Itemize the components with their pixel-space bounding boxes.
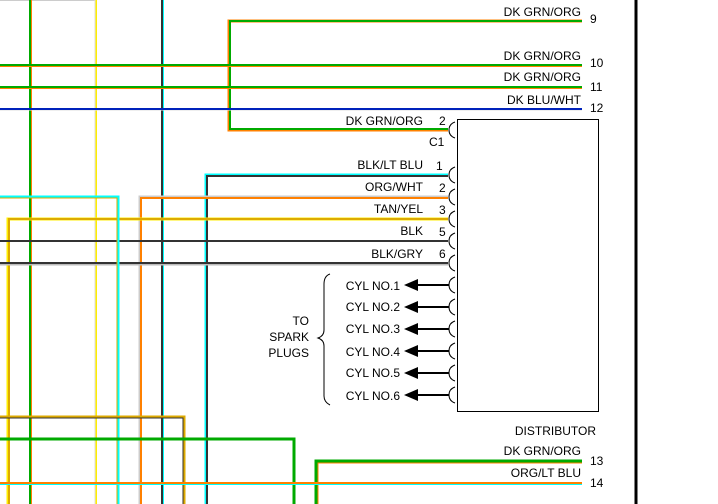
arrow-left-icon bbox=[404, 389, 418, 401]
pin-3-number: 3 bbox=[439, 203, 446, 217]
arrow-left-icon bbox=[404, 367, 418, 379]
connector-cavity-icon bbox=[448, 188, 456, 206]
arrow-left-icon bbox=[404, 345, 418, 357]
cyl-4-label: CYL NO.4 bbox=[346, 345, 401, 359]
wire-9-grn bbox=[229, 20, 582, 130]
wire-ltblu-loop bbox=[0, 195, 120, 504]
wire-13-color: DK GRN/ORG bbox=[504, 444, 581, 458]
cyl-1-label: CYL NO.1 bbox=[346, 279, 401, 293]
vertical-wires bbox=[0, 0, 164, 504]
connector-cavity-icon bbox=[448, 210, 456, 228]
wire-14-color: ORG/LT BLU bbox=[511, 466, 581, 480]
wire-13-grn bbox=[314, 459, 582, 504]
arrow-left-icon bbox=[404, 323, 418, 335]
arrow-left-icon bbox=[404, 279, 418, 291]
pin-1-color: BLK/LT BLU bbox=[357, 158, 423, 172]
wire-12-color: DK BLU/WHT bbox=[507, 93, 582, 107]
c1-pin-number: 2 bbox=[439, 114, 446, 128]
wire-pin1-blk bbox=[206, 175, 448, 504]
pin-6-color: BLK/GRY bbox=[371, 247, 423, 261]
wire-11-circuit: 11 bbox=[590, 80, 603, 94]
wire-tan-loop-stripe bbox=[0, 197, 118, 504]
cyl-2-label: CYL NO.2 bbox=[346, 300, 401, 314]
spark-label-line3: PLUGS bbox=[268, 346, 309, 360]
wires-bottom bbox=[0, 415, 582, 504]
pin-5-number: 5 bbox=[439, 225, 446, 239]
wire-tan-bottom bbox=[0, 415, 186, 504]
distributor-label: DISTRIBUTOR bbox=[515, 424, 596, 438]
spark-label-line2: SPARK bbox=[269, 330, 309, 344]
brace-icon bbox=[316, 273, 331, 406]
connector-cavity-icon bbox=[448, 342, 456, 360]
connector-cavity-icon bbox=[448, 364, 456, 382]
connector-cavity-icon bbox=[448, 166, 456, 184]
wire-13-circuit: 13 bbox=[590, 454, 604, 468]
cyl-6-label: CYL NO.6 bbox=[346, 389, 401, 403]
cyl-3-label: CYL NO.3 bbox=[346, 322, 401, 336]
wire-pin3-tan bbox=[8, 218, 448, 504]
wire-14-circuit: 14 bbox=[590, 476, 604, 490]
wires-top bbox=[0, 19, 582, 132]
spark-plug-arrows bbox=[404, 279, 449, 401]
connector-cavity-icon bbox=[448, 121, 456, 139]
connector-cavity-icon bbox=[448, 276, 456, 294]
pin-1-number: 1 bbox=[436, 159, 443, 173]
wire-grn-bottom bbox=[0, 437, 296, 504]
connector-cavity-icon bbox=[448, 298, 456, 316]
wire-11-color: DK GRN/ORG bbox=[504, 70, 581, 84]
pin-2-color: ORG/WHT bbox=[365, 180, 424, 194]
wires-distributor bbox=[0, 173, 448, 504]
pin-6-number: 6 bbox=[439, 247, 446, 261]
connector-cavity-icon bbox=[448, 386, 456, 404]
pin-5-color: BLK bbox=[400, 224, 423, 238]
wire-10-circuit: 10 bbox=[590, 56, 604, 70]
arrow-left-icon bbox=[404, 301, 418, 313]
wire-10-color: DK GRN/ORG bbox=[504, 49, 581, 63]
connector-cavity-icon bbox=[448, 232, 456, 250]
cyl-5-label: CYL NO.5 bbox=[346, 366, 401, 380]
wire-9-color: DK GRN/ORG bbox=[504, 5, 581, 19]
connector-cavities bbox=[448, 121, 456, 404]
wire-9-circuit: 9 bbox=[590, 12, 597, 26]
wire-pin2-org bbox=[140, 197, 448, 504]
spark-label-line1: TO bbox=[293, 314, 309, 328]
connector-label: C1 bbox=[429, 135, 445, 149]
wire-12-circuit: 12 bbox=[590, 101, 604, 115]
pin-3-color: TAN/YEL bbox=[374, 202, 423, 216]
connector-cavity-icon bbox=[448, 254, 456, 272]
wire-blk-bottom-stripe bbox=[0, 417, 184, 504]
c1-pin-color: DK GRN/ORG bbox=[346, 114, 423, 128]
pin-2-number: 2 bbox=[439, 181, 446, 195]
connector-cavity-icon bbox=[448, 320, 456, 338]
distributor-box bbox=[457, 119, 599, 412]
wire-13-org bbox=[317, 462, 582, 504]
